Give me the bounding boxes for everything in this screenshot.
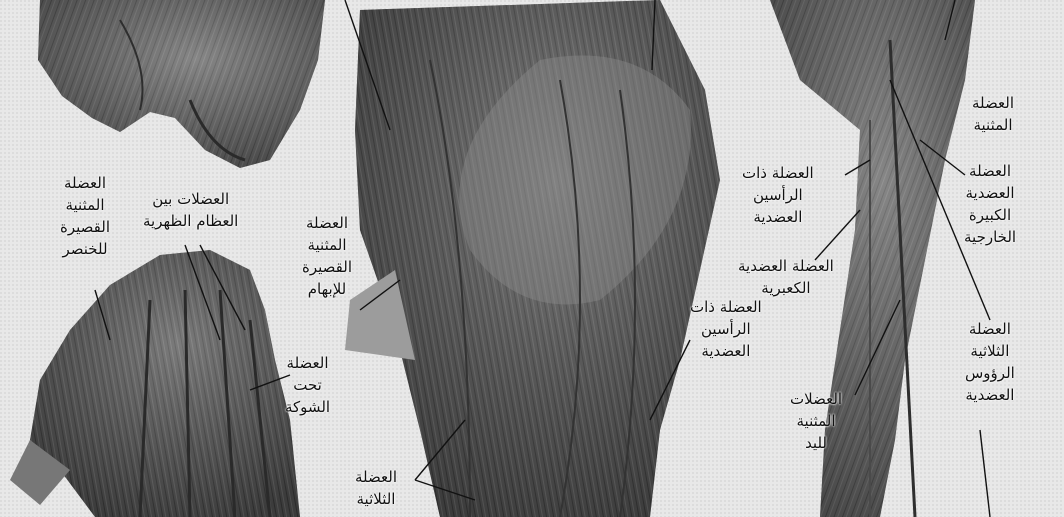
label-triceps-right: العضلة الثلاثية الرؤوس العضدية <box>965 318 1015 406</box>
label-ext-carpi-radialis-longus: العضلة العضدية الكبيرة الخارجية <box>964 160 1016 248</box>
label-flexor-right: العضلة المثنية <box>972 92 1014 136</box>
label-thumb-short-flexor: العضلة المثنية القصيرة للإبهام <box>302 212 352 300</box>
label-triceps-center: العضلة الثلاثية <box>355 466 397 510</box>
label-biceps-right: العضلة ذات الرأسين العضدية <box>742 162 814 228</box>
label-little-finger-short-flexor: العضلة المثنية القصيرة للخنصر <box>60 172 110 260</box>
label-brachioradialis: العضلة العضدية الكعبرية <box>738 255 834 299</box>
label-biceps-center: العضلة ذات الرأسين العضدية <box>690 296 762 362</box>
label-infraspinatus: العضلة تحت الشوكة <box>285 352 330 418</box>
label-dorsal-interossei: العضلات بين العظام الظهرية <box>143 188 238 232</box>
label-hand-flexors: العضلات المثنية لليد <box>790 388 842 454</box>
